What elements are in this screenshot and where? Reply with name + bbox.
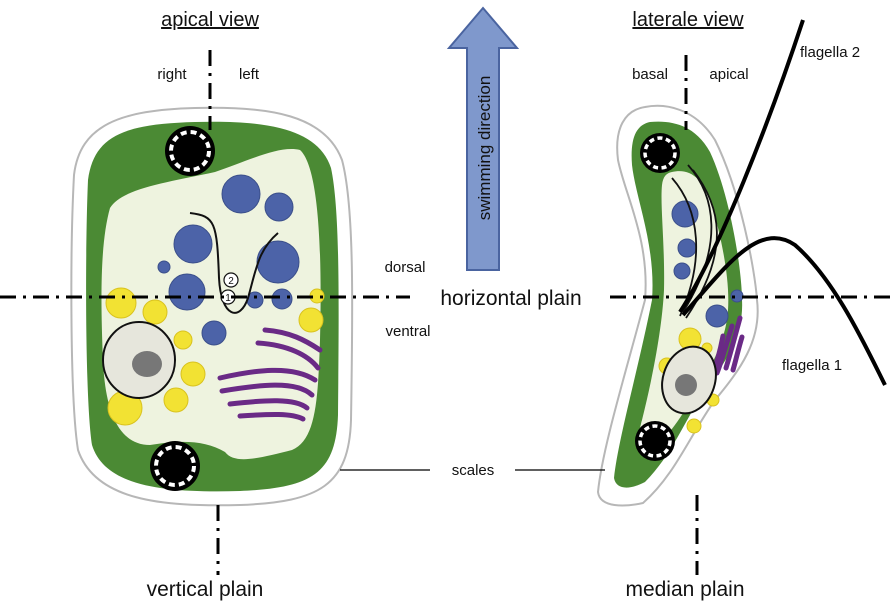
lateral-view-cell — [598, 20, 885, 506]
vertical-plain-label: vertical plain — [147, 578, 264, 601]
horizontal-plain-label: horizontal plain — [440, 287, 581, 310]
lateral-basal-body-bottom — [635, 421, 675, 461]
ventral-label: ventral — [385, 323, 430, 340]
marker-2-label: 2 — [228, 276, 234, 287]
lateral-apical-label: apical — [709, 66, 748, 83]
median-plain-label: median plain — [625, 578, 744, 601]
left-label: left — [239, 66, 260, 83]
apical-basal-body-top — [165, 126, 215, 176]
lateral-view-title: laterale view — [632, 9, 744, 31]
swimming-direction-arrow: swimming direction — [449, 8, 517, 270]
right-label: right — [157, 66, 187, 83]
apical-basal-body-bottom — [150, 441, 200, 491]
flagella-marker-2: 2 — [224, 273, 238, 287]
apical-view-title: apical view — [161, 9, 259, 31]
apical-nucleus — [103, 322, 175, 398]
flagella-1-label: flagella 1 — [782, 357, 842, 374]
swimming-direction-label: swimming direction — [475, 76, 494, 221]
flagella-2-label: flagella 2 — [800, 44, 860, 61]
lateral-basal-body-top — [640, 133, 680, 173]
apical-view-cell: 2 1 — [71, 108, 352, 506]
scales-label: scales — [452, 462, 495, 479]
basal-label: basal — [632, 66, 668, 83]
dorsal-label: dorsal — [385, 259, 426, 276]
marker-1-label: 1 — [225, 293, 231, 304]
